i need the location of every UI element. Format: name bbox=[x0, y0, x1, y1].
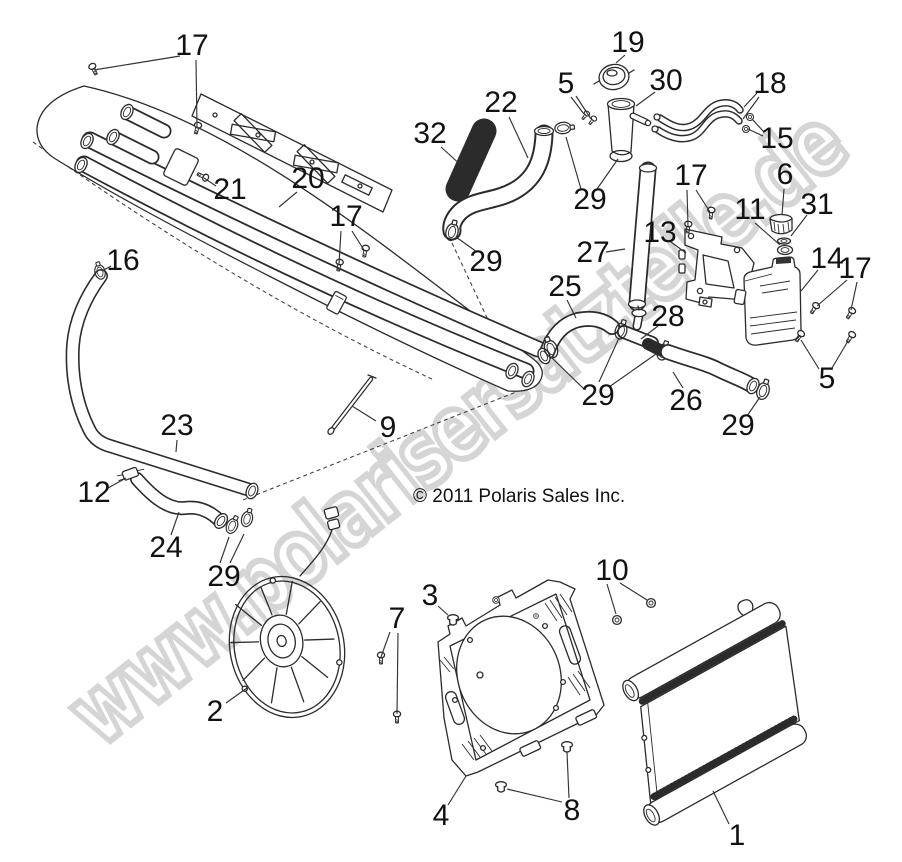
drain-fitting bbox=[116, 466, 145, 482]
callout-label-17: 17 bbox=[175, 29, 209, 62]
callout-label-8: 8 bbox=[563, 794, 581, 827]
callout-label-28: 28 bbox=[651, 300, 685, 333]
copyright-text: © 2011 Polaris Sales Inc. bbox=[413, 486, 626, 507]
cooling-fan bbox=[228, 575, 346, 719]
callout-label-17: 17 bbox=[838, 252, 872, 285]
filler-assembly bbox=[442, 63, 802, 346]
callout-label-15: 15 bbox=[760, 122, 794, 155]
heat-shield-plate bbox=[163, 93, 393, 213]
callout-label-14: 14 bbox=[810, 242, 844, 275]
callout-label-11: 11 bbox=[734, 193, 766, 226]
callout-label-30: 30 bbox=[649, 64, 683, 97]
callout-label-27: 27 bbox=[576, 236, 610, 269]
coolant-bottle bbox=[733, 213, 802, 346]
filler-neck bbox=[606, 97, 652, 163]
rod bbox=[327, 374, 377, 435]
callout-label-25: 25 bbox=[548, 270, 582, 303]
callout-label-31: 31 bbox=[800, 188, 834, 221]
callout-label-22: 22 bbox=[484, 86, 518, 119]
callout-label-20: 20 bbox=[291, 162, 325, 195]
callout-label-32: 32 bbox=[413, 117, 447, 150]
fan-shroud bbox=[437, 579, 605, 777]
callout-label-12: 12 bbox=[77, 476, 111, 509]
callout-label-2: 2 bbox=[206, 695, 224, 728]
radiator-cap bbox=[593, 63, 635, 91]
callout-label-6: 6 bbox=[776, 158, 794, 191]
callout-label-24: 24 bbox=[149, 531, 183, 564]
callout-leader-lines bbox=[93, 54, 858, 825]
callout-label-29: 29 bbox=[721, 409, 755, 442]
callout-label-29: 29 bbox=[573, 183, 607, 216]
callout-label-23: 23 bbox=[160, 409, 194, 442]
fan-wire-connector bbox=[299, 506, 341, 577]
callout-label-9: 9 bbox=[379, 411, 397, 444]
callout-label-26: 26 bbox=[669, 384, 703, 417]
callout-label-3: 3 bbox=[421, 579, 439, 612]
callout-label-5: 5 bbox=[557, 67, 575, 100]
lower-hose-group bbox=[502, 305, 774, 402]
callout-label-17: 17 bbox=[329, 200, 363, 233]
callout-label-1: 1 bbox=[728, 819, 746, 852]
callout-label-17: 17 bbox=[674, 159, 708, 192]
callout-label-29: 29 bbox=[207, 560, 241, 593]
callout-label-29: 29 bbox=[581, 379, 615, 412]
left-coolant-hoses bbox=[65, 260, 377, 536]
callout-label-5: 5 bbox=[818, 362, 836, 395]
callout-label-7: 7 bbox=[388, 602, 406, 635]
callout-label-10: 10 bbox=[595, 554, 629, 587]
callout-label-19: 19 bbox=[611, 26, 645, 59]
callout-label-13: 13 bbox=[643, 216, 677, 249]
callout-label-18: 18 bbox=[753, 67, 787, 100]
heat-exchanger-muffler bbox=[36, 85, 547, 392]
callout-label-21: 21 bbox=[213, 173, 247, 206]
callout-label-16: 16 bbox=[106, 244, 140, 277]
callout-label-4: 4 bbox=[432, 799, 450, 832]
mounting-bracket bbox=[678, 228, 755, 308]
tube-clip bbox=[326, 290, 347, 315]
radiator bbox=[622, 599, 808, 826]
callout-label-29: 29 bbox=[469, 245, 503, 278]
bottle-cap bbox=[769, 213, 793, 235]
